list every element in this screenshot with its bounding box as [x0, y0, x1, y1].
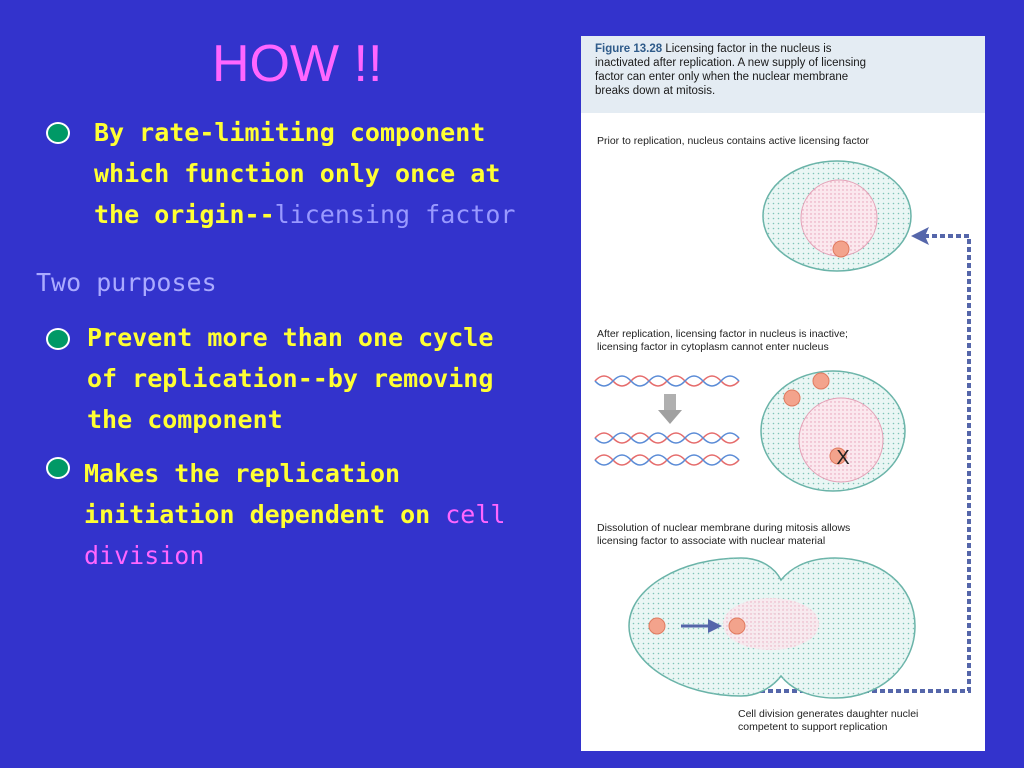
figure-number: Figure 13.28	[595, 43, 663, 55]
step-3-caption-line-1: Dissolution of nuclear membrane during m…	[597, 522, 851, 534]
bullet-1-text: By rate-limiting component which functio…	[94, 112, 515, 235]
bullet-1-line-1: By rate-limiting component	[94, 118, 486, 147]
bullet-dot-1	[46, 122, 70, 144]
cycle-return-arrow	[737, 227, 971, 693]
bullet-2-line-2: of replication--by removing	[87, 364, 494, 393]
step-3-caption-line-2: licensing factor to associate with nucle…	[597, 535, 826, 547]
inactive-licensing-factor	[829, 447, 847, 465]
cytoplasm-licensing-factor	[783, 389, 801, 407]
step-2-caption: After replication, licensing factor in n…	[597, 328, 848, 354]
licensing-factor-diagram: X	[594, 160, 971, 699]
figure-header: Figure 13.28 Licensing factor in the nuc…	[581, 36, 985, 113]
slide-title: HOW !!	[212, 35, 383, 93]
dna-replication-icon	[594, 375, 740, 466]
licensing-factor-cytoplasm	[648, 617, 666, 635]
step-4-caption: Cell division generates daughter nuclei …	[738, 708, 918, 734]
step-4-caption-line-2: competent to support replication	[738, 721, 888, 733]
bullet-2-line-3: the component	[87, 405, 283, 434]
figure-caption: Figure 13.28 Licensing factor in the nuc…	[595, 42, 979, 98]
bullet-3-line-1: Makes the replication	[84, 459, 401, 488]
step-1-caption: Prior to replication, nucleus contains a…	[597, 135, 869, 147]
figure-panel: Figure 13.28 Licensing factor in the nuc…	[581, 36, 985, 751]
bullet-3-line-3: division	[84, 535, 505, 576]
step-2-caption-line-2: licensing factor in cytoplasm cannot ent…	[597, 341, 829, 353]
bullet-1-line-3: the origin--licensing factor	[94, 194, 515, 235]
step-3-caption: Dissolution of nuclear membrane during m…	[597, 522, 850, 548]
active-licensing-factor	[832, 240, 850, 258]
bullet-2-line-1: Prevent more than one cycle	[87, 323, 494, 352]
subheading-two-purposes: Two purposes	[36, 268, 217, 297]
inactive-mark: X	[836, 447, 849, 469]
licensing-factor-highlight: licensing factor	[274, 200, 516, 229]
figure-caption-line-1: Licensing factor in the nucleus is	[665, 43, 832, 55]
step-4-caption-line-1: Cell division generates daughter nuclei	[738, 708, 919, 720]
bullet-1-line-2: which function only once at	[94, 159, 501, 188]
licensing-factor-associated	[728, 617, 746, 635]
bullet-1-line-3-prefix: the origin--	[94, 200, 275, 229]
figure-caption-line-2: inactivated after replication. A new sup…	[595, 57, 867, 69]
step-2-caption-line-1: After replication, licensing factor in n…	[597, 328, 848, 340]
bullet-2-text: Prevent more than one cycle of replicati…	[87, 317, 493, 440]
figure-caption-line-4: breaks down at mitosis.	[595, 85, 716, 97]
bullet-dot-2	[46, 328, 70, 350]
bullet-3-line-2: initiation dependent on cell	[84, 494, 505, 535]
cytoplasm-licensing-factor	[812, 372, 830, 390]
division-highlight: division	[84, 541, 205, 570]
bullet-3-line-2-prefix: initiation dependent on	[84, 500, 446, 529]
figure-caption-line-3: factor can enter only when the nuclear m…	[595, 71, 849, 83]
cell-stage-3	[628, 557, 916, 699]
bullet-dot-3	[46, 457, 70, 479]
cell-highlight: cell	[445, 500, 506, 529]
cell-stage-2: X	[760, 370, 906, 492]
bullet-3-text: Makes the replication initiation depende…	[84, 453, 505, 576]
cell-stage-1	[762, 160, 912, 272]
entry-arrow-icon	[708, 619, 722, 633]
